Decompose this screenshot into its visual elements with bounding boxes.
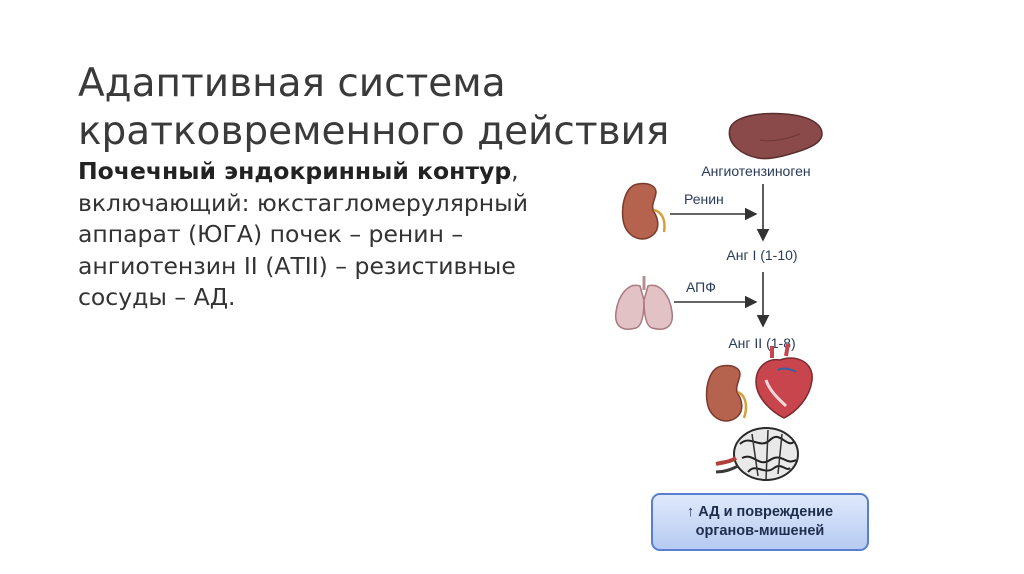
vessel-network-icon bbox=[715, 427, 799, 481]
slide-body-text: Почечный эндокринный контур, включающий:… bbox=[78, 156, 608, 314]
kidney-icon bbox=[621, 182, 666, 240]
result-line-2: органов-мишеней bbox=[695, 523, 825, 539]
intermediate-ang1-label: Анг I (1-10) bbox=[726, 247, 797, 263]
raas-diagram: Ангиотензиноген Ренин Анг I (1-10) АПФ А… bbox=[614, 112, 823, 481]
slide-title: Адаптивная система кратковременного дейс… bbox=[78, 61, 670, 155]
result-box: ↑ АД и повреждение органов-мишеней bbox=[651, 493, 869, 551]
liver-icon bbox=[728, 112, 823, 160]
enzyme-renin-label: Ренин bbox=[684, 191, 724, 207]
result-line-1: ↑ АД и повреждение bbox=[686, 504, 834, 520]
body-rest-text: , включающий: юкстагломерулярный аппарат… bbox=[78, 157, 528, 311]
lungs-icon bbox=[614, 276, 674, 330]
body-bold-phrase: Почечный эндокринный контур bbox=[78, 157, 512, 185]
enzyme-ace-label: АПФ bbox=[686, 279, 716, 295]
substrate-label: Ангиотензиноген bbox=[701, 163, 810, 179]
intermediate-ang2-label: Анг II (1-8) bbox=[728, 335, 795, 351]
heart-icon bbox=[755, 343, 813, 419]
kidney-icon bbox=[705, 364, 748, 422]
